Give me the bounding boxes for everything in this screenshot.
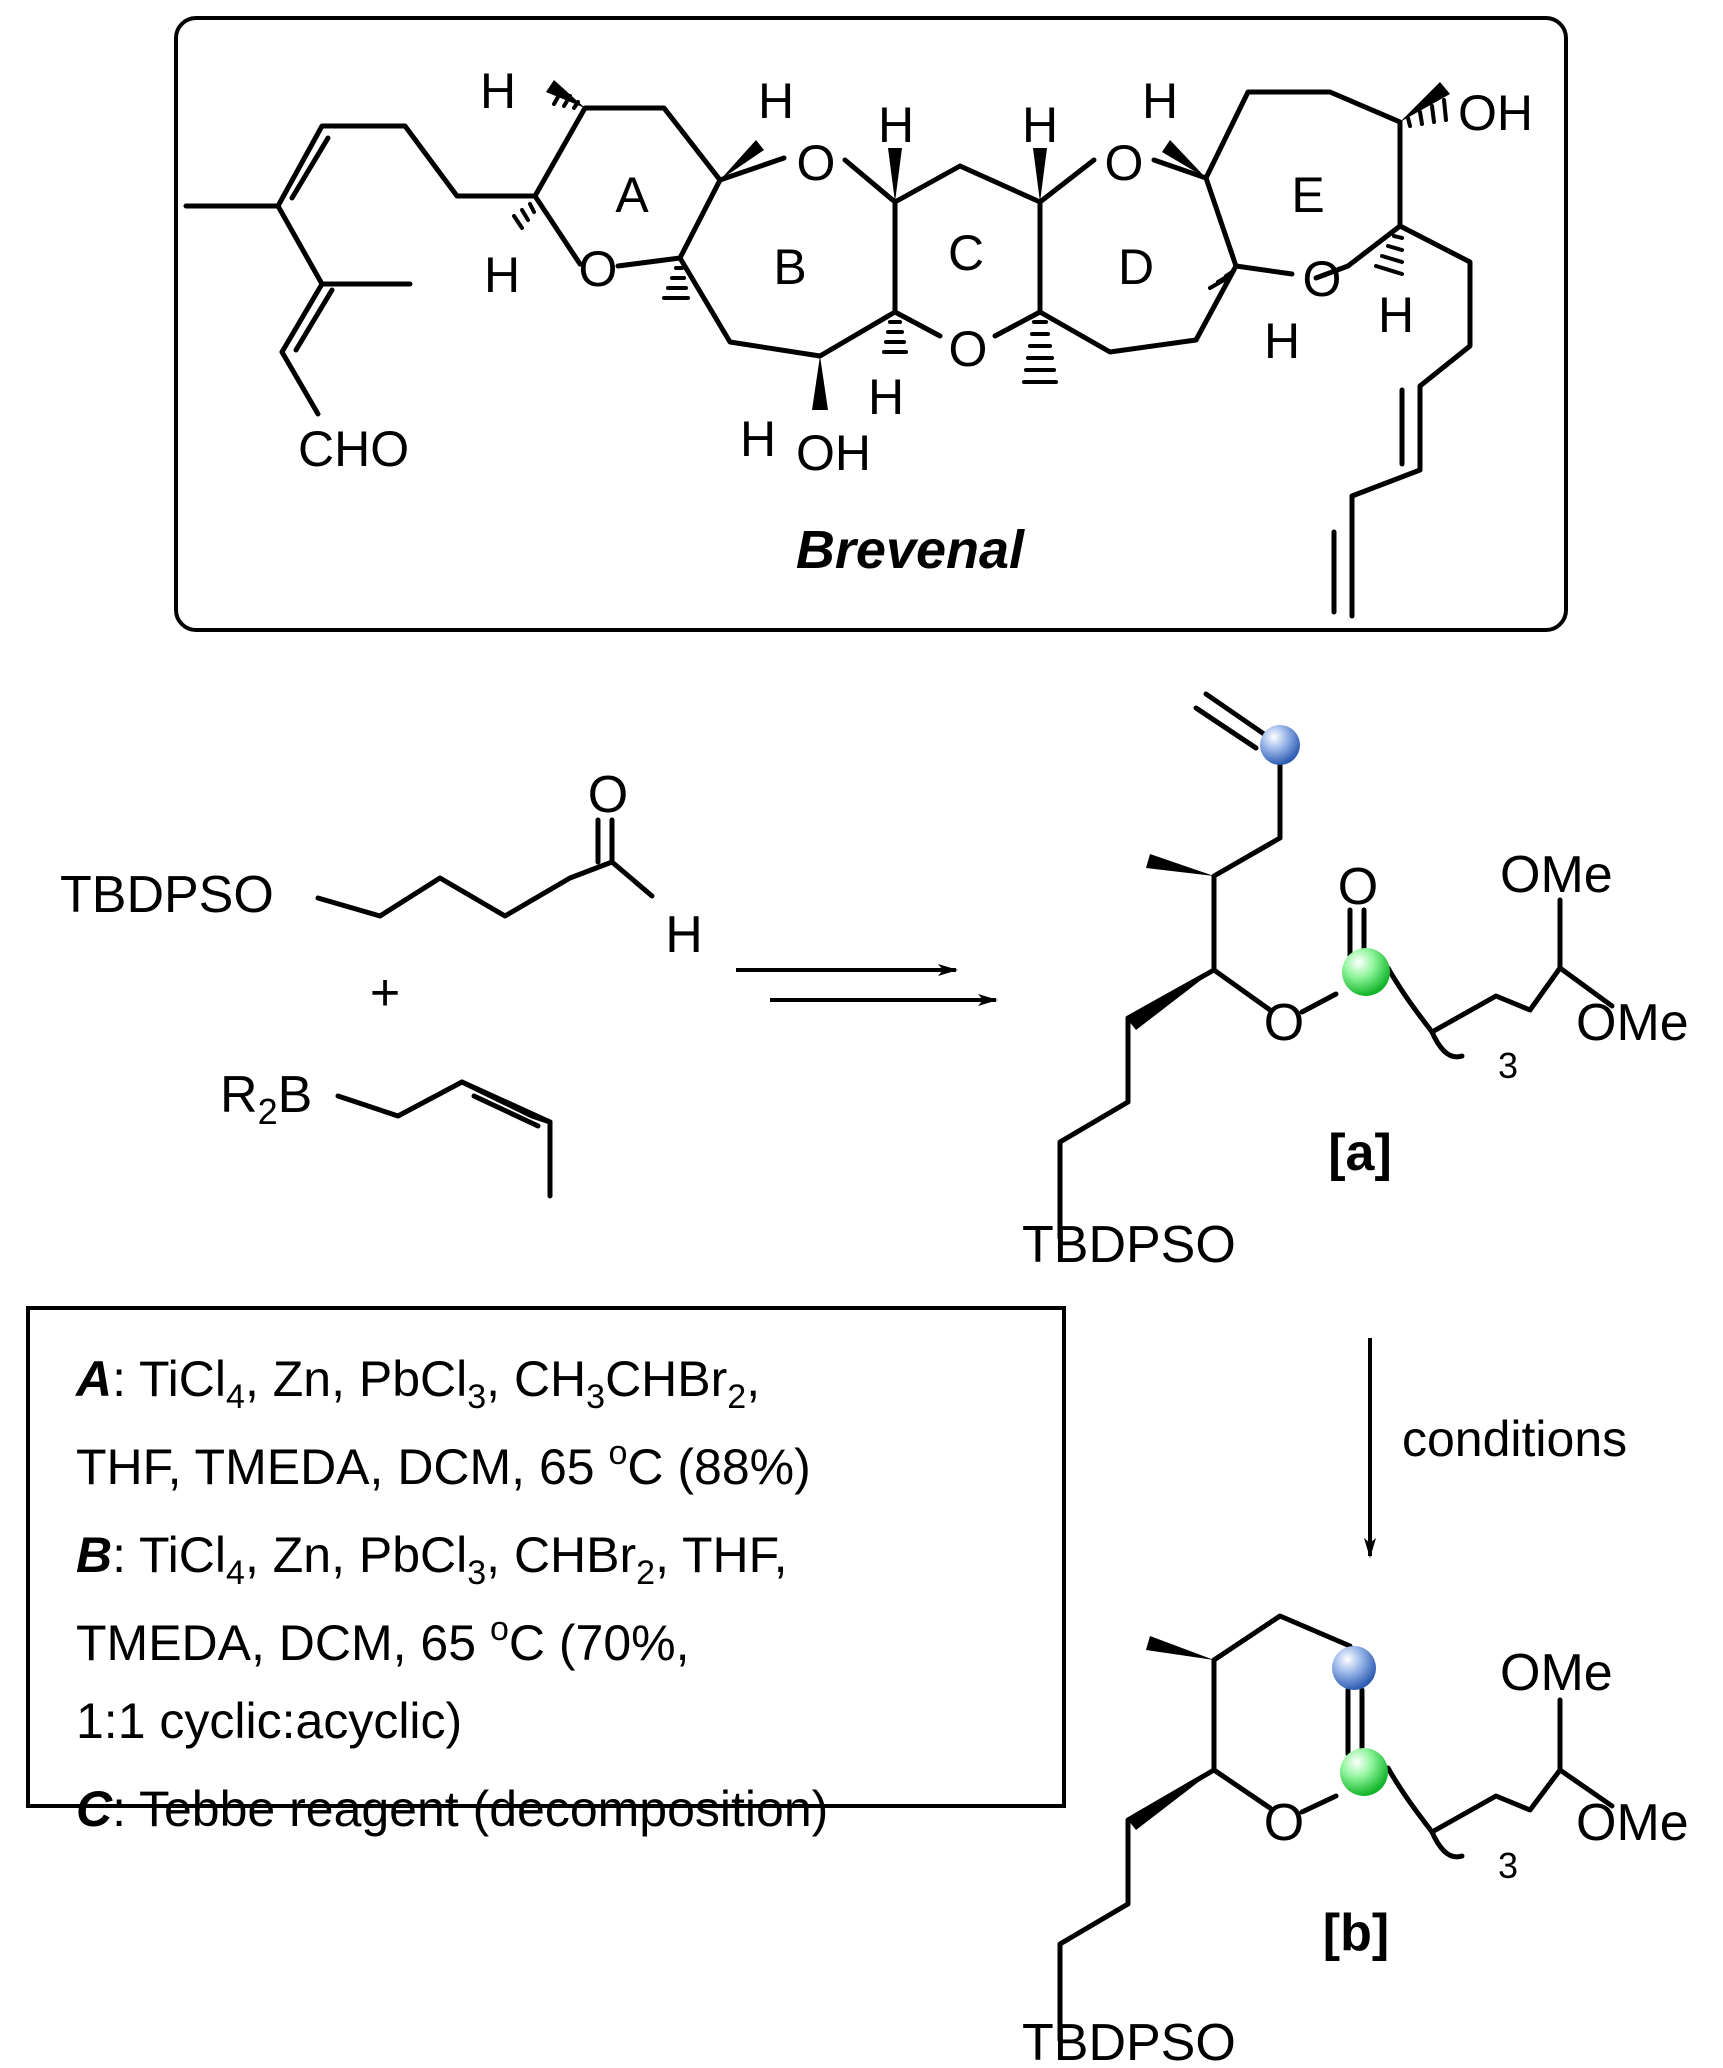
brevenal-hashes	[512, 88, 1448, 384]
chain-subscript: 3	[1498, 1845, 1518, 1886]
brevenal-wedges	[546, 80, 1450, 410]
ring-oxygen-ab: O	[797, 135, 836, 191]
ring-label-e: E	[1291, 167, 1324, 223]
hydrogen-label: H	[1022, 97, 1058, 153]
hydrogen-label: H	[878, 97, 914, 153]
ring-oxygen: O	[1264, 1794, 1304, 1852]
plus-sign: +	[370, 964, 400, 1022]
wedge-bond	[1128, 970, 1214, 1030]
ring-oxygen-a: O	[579, 241, 618, 297]
condition-b-line1: B: TiCl4, Zn, PbCl3, CHBr2, THF,	[76, 1527, 788, 1592]
hydrogen-label: H	[480, 63, 516, 119]
conditions-box: A: TiCl4, Zn, PbCl3, CH3CHBr2, THF, TMED…	[26, 1306, 1066, 1837]
ring-oxygen-bc: O	[949, 321, 988, 377]
ring-label-d: D	[1118, 239, 1154, 295]
condition-b-line2: TMEDA, DCM, 65 oC (70%,	[76, 1610, 690, 1671]
aldehyde-cho: CHO	[298, 421, 409, 477]
compound-a: O O OMe OMe 3 TBDPSO [a]	[1022, 691, 1689, 1274]
ring-label-a: A	[615, 167, 649, 223]
methoxy-bottom: OMe	[1576, 994, 1689, 1052]
hydrogen-label: H	[758, 73, 794, 129]
brevenal-frame	[174, 16, 1568, 632]
wedge-bond	[1146, 1636, 1214, 1660]
conditions-frame	[26, 1306, 1066, 1808]
conditions-arrow: conditions	[1364, 1338, 1627, 1558]
carbonyl-oxygen: O	[1338, 858, 1378, 916]
wedge-bond	[1146, 854, 1214, 876]
brevenal-structure: A B C D E O O O O O H H H H H H H H H H …	[174, 16, 1568, 632]
alkene-carbon-marker	[1332, 1646, 1376, 1690]
protecting-group: TBDPSO	[60, 866, 274, 924]
condition-a-line2: THF, TMEDA, DCM, 65 oC (88%)	[76, 1434, 811, 1495]
condition-c-line: C: Tebbe reagent (decomposition)	[76, 1781, 828, 1837]
ester-oxygen: O	[1264, 994, 1304, 1052]
chain-subscript: 3	[1498, 1045, 1518, 1086]
ring-carbon-marker	[1340, 1748, 1388, 1796]
conditions-label: conditions	[1402, 1411, 1627, 1467]
methoxy-top: OMe	[1500, 1644, 1613, 1702]
protecting-group: TBDPSO	[1022, 2014, 1236, 2068]
alkene-carbon-marker	[1260, 725, 1300, 765]
borane-reagent: R2B	[220, 1066, 312, 1132]
aldehyde-hydrogen: H	[665, 906, 703, 964]
compound-label-b: [b]	[1323, 1904, 1389, 1962]
condition-a-line1: A: TiCl4, Zn, PbCl3, CH3CHBr2,	[74, 1351, 760, 1416]
methoxy-bottom: OMe	[1576, 1794, 1689, 1852]
hydrogen-label: H	[1378, 287, 1414, 343]
compound-b: O OMe OMe 3 TBDPSO [b]	[1022, 1613, 1689, 2068]
ring-label-c: C	[948, 225, 984, 281]
hydroxyl-right: OH	[1458, 85, 1533, 141]
reaction-arrows	[736, 964, 998, 1006]
hydrogen-label: H	[868, 369, 904, 425]
brevenal-bonds	[183, 89, 1473, 619]
carbonyl-carbon-marker	[1342, 948, 1390, 996]
brevenal-atom-labels: A B C D E O O O O O H H H H H H H H H H …	[298, 63, 1533, 481]
wedge-bond	[1128, 1770, 1214, 1830]
hydrogen-label: H	[1142, 73, 1178, 129]
compound-label-a: [a]	[1328, 1124, 1392, 1182]
brevenal-name: Brevenal	[796, 520, 1025, 580]
methoxy-top: OMe	[1500, 846, 1613, 904]
ring-oxygen-cd: O	[1105, 135, 1144, 191]
reactants: TBDPSO O H + R2B	[60, 766, 703, 1199]
hydroxyl-bottom: OH	[796, 425, 871, 481]
ring-label-b: B	[773, 239, 806, 295]
condition-b-line3: 1:1 cyclic:acyclic)	[76, 1693, 462, 1749]
carbonyl-oxygen: O	[588, 766, 628, 824]
hydrogen-label: H	[1264, 313, 1300, 369]
ring-oxygen-e: O	[1303, 251, 1342, 307]
hydrogen-label: H	[484, 247, 520, 303]
protecting-group: TBDPSO	[1022, 1216, 1236, 1274]
hydrogen-label: H	[740, 411, 776, 467]
